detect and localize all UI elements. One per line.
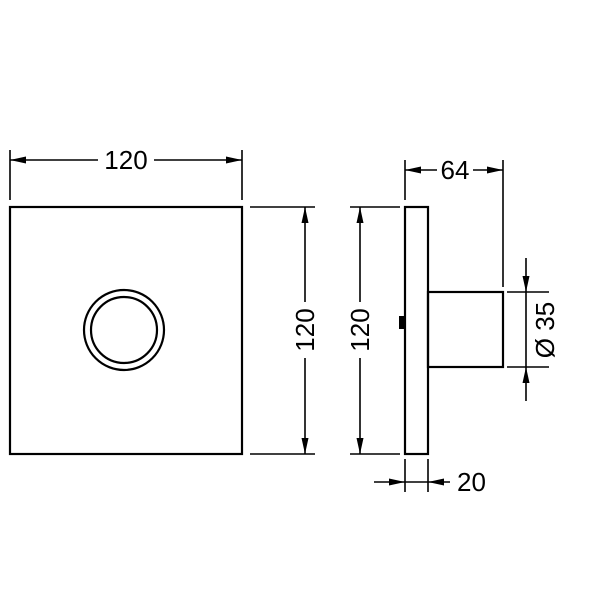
front-plate-outline	[8, 205, 244, 456]
dim-front-width: 120	[9, 145, 243, 200]
dim-front-height: 120	[250, 206, 320, 455]
dim-arrowhead	[356, 207, 364, 223]
dim-side-height-label: 120	[345, 308, 375, 351]
dim-side-height: 120	[345, 206, 400, 455]
dim-arrowhead	[301, 207, 309, 223]
side-view	[399, 205, 505, 456]
dim-knob-diameter-label: Ø 35	[530, 302, 560, 358]
dim-arrowhead	[428, 478, 444, 486]
dim-front-width-label: 120	[104, 145, 147, 175]
handle-inner-circle	[89, 295, 159, 365]
dim-arrowhead	[487, 166, 503, 174]
dim-front-height-label: 120	[290, 308, 320, 351]
dim-knob-diameter: Ø 35	[507, 258, 560, 401]
dim-depth: 64	[404, 155, 504, 287]
dim-arrowhead	[522, 276, 530, 292]
dim-plate-thickness: 20	[374, 459, 486, 497]
dim-arrowhead	[226, 156, 242, 164]
dim-arrowhead	[301, 438, 309, 454]
dim-plate-thickness-label: 20	[457, 467, 486, 497]
dim-depth-label: 64	[441, 155, 470, 185]
dim-arrowhead	[10, 156, 26, 164]
handle-outer-circle	[82, 288, 166, 372]
front-view	[8, 205, 244, 456]
side-plate-outline	[403, 205, 430, 456]
dim-arrowhead	[405, 166, 421, 174]
dim-arrowhead	[356, 438, 364, 454]
dim-arrowhead	[389, 478, 405, 486]
dim-arrowhead	[522, 367, 530, 383]
spindle-mark	[399, 316, 405, 329]
side-knob-outline	[426, 290, 505, 369]
